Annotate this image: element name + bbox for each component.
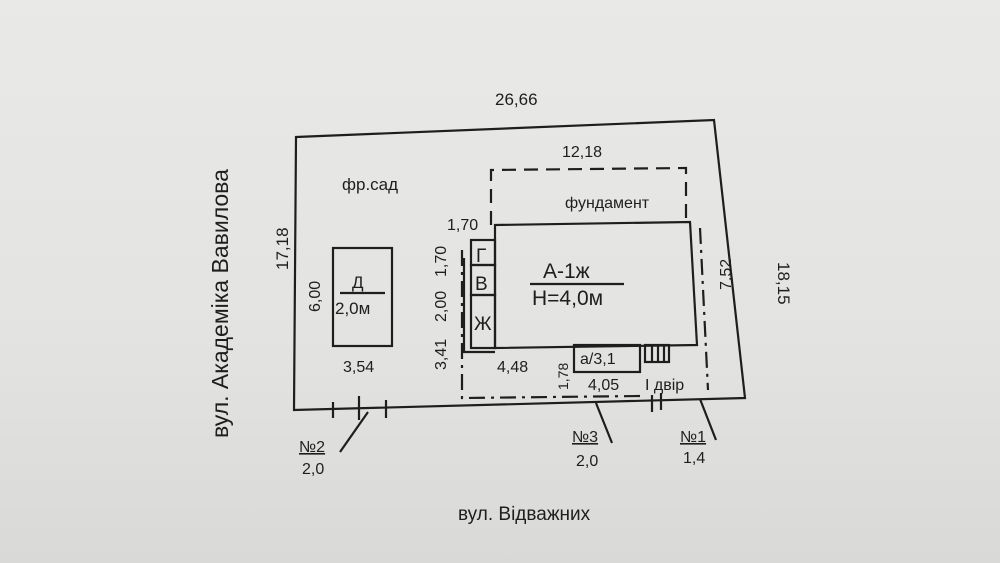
building-dim-left-2: 2,00 bbox=[433, 291, 450, 322]
yard-label: І двір bbox=[645, 377, 684, 394]
foundation-label: фундамент bbox=[565, 195, 650, 212]
gate-3-number: №3 bbox=[572, 429, 598, 446]
street-left: вул. Академіка Вавилова bbox=[207, 169, 233, 438]
gate-2-width: 2,0 bbox=[302, 461, 324, 478]
foundation-width: 12,18 bbox=[562, 144, 602, 161]
street-bottom: вул. Відважних bbox=[458, 504, 591, 525]
building-dim-left-3: 1,70 bbox=[433, 246, 450, 277]
gate-1-width: 1,4 bbox=[683, 450, 705, 467]
yard-dim-2: 1,78 bbox=[555, 363, 571, 390]
shed-name: Д bbox=[352, 273, 364, 292]
dim-top: 26,66 bbox=[495, 90, 538, 109]
plot-boundary bbox=[292, 118, 747, 412]
gate-3-width: 2,0 bbox=[576, 453, 598, 470]
shed-length: 6,00 bbox=[307, 281, 324, 312]
room-zh bbox=[469, 293, 497, 350]
building-height: Н=4,0м bbox=[532, 287, 603, 310]
dim-left: 17,18 bbox=[273, 227, 292, 270]
room-g-label: Г bbox=[476, 246, 486, 267]
porch bbox=[572, 343, 642, 374]
perimeter-right bbox=[698, 227, 710, 391]
gate-1-leader bbox=[698, 398, 718, 441]
yard-dim-1: 4,05 bbox=[588, 377, 619, 394]
shed-height: 2,0м bbox=[335, 299, 370, 318]
porch-label: а/3,1 bbox=[580, 351, 616, 368]
garden-label: фр.сад bbox=[342, 175, 398, 194]
room-zh-label: Ж bbox=[474, 314, 492, 335]
building-dim-small: 1,70 bbox=[447, 217, 478, 234]
room-v-label: В bbox=[475, 274, 488, 295]
perimeter-left bbox=[460, 250, 641, 400]
building-name: А-1ж bbox=[543, 260, 590, 283]
gate-2-number: №2 bbox=[299, 439, 325, 456]
dim-right: 18,15 bbox=[774, 262, 793, 305]
gate-3-leader bbox=[594, 402, 614, 444]
building-dim-left-1: 3,41 bbox=[433, 339, 450, 370]
foundation-outline bbox=[489, 166, 688, 225]
building-dim-side: 7,52 bbox=[718, 259, 735, 290]
gate-1-number: №1 bbox=[680, 429, 706, 446]
building-dim-bottom: 4,48 bbox=[497, 359, 528, 376]
shed-d bbox=[331, 246, 394, 348]
gate-2-leader bbox=[339, 411, 369, 453]
annex-outline bbox=[462, 258, 495, 354]
shed-width: 3,54 bbox=[343, 359, 374, 376]
